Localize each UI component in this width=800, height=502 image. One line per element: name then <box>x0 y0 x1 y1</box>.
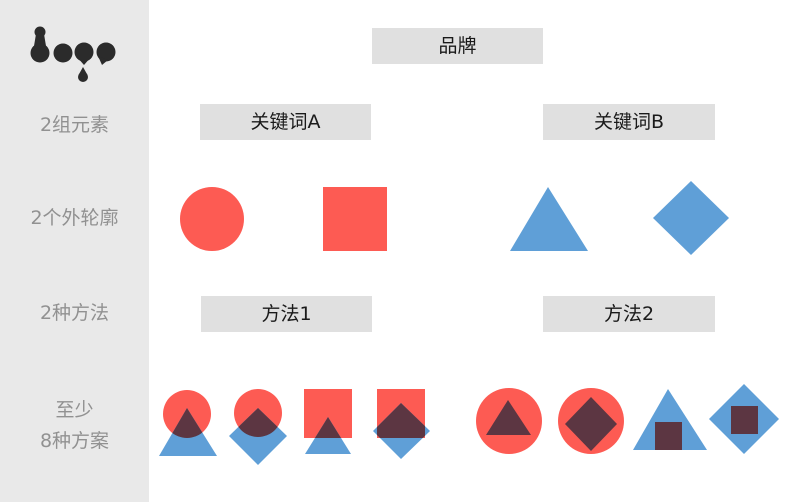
keyword-a-box: 关键词A <box>200 104 371 140</box>
method-2-box: 方法2 <box>543 296 715 332</box>
outline-circle-icon <box>180 187 244 251</box>
outline-triangle-icon <box>510 187 588 251</box>
scheme-4-square-diamond-icon <box>373 389 430 459</box>
row-label-schemes-line2: 8种方案 <box>39 430 110 452</box>
row-label-outlines: 2个外轮廓 <box>30 207 119 229</box>
brand-box: 品牌 <box>372 28 543 64</box>
keyword-b-box: 关键词B <box>543 104 715 140</box>
scheme-8-diamond-with-square-icon <box>709 384 779 454</box>
sidebar: 2组元素 2个外轮廓 2种方法 至少 8种方案 <box>0 0 149 502</box>
outline-diamond-icon <box>653 181 729 255</box>
scheme-2-circle-diamond-icon <box>229 389 287 465</box>
row-label-schemes-line1: 至少 <box>55 399 94 421</box>
logo-icon <box>30 26 116 82</box>
scheme-5-circle-with-triangle-icon <box>476 388 542 454</box>
scheme-6-circle-with-diamond-icon <box>558 388 624 454</box>
scheme-1-circle-triangle-icon <box>159 390 217 456</box>
outline-square-icon <box>323 187 387 251</box>
scheme-7-triangle-with-square-icon <box>633 389 707 450</box>
method-1-box: 方法1 <box>201 296 372 332</box>
row-label-elements: 2组元素 <box>39 114 110 136</box>
row-label-methods: 2种方法 <box>39 302 110 324</box>
scheme-3-square-triangle-icon <box>304 389 352 454</box>
